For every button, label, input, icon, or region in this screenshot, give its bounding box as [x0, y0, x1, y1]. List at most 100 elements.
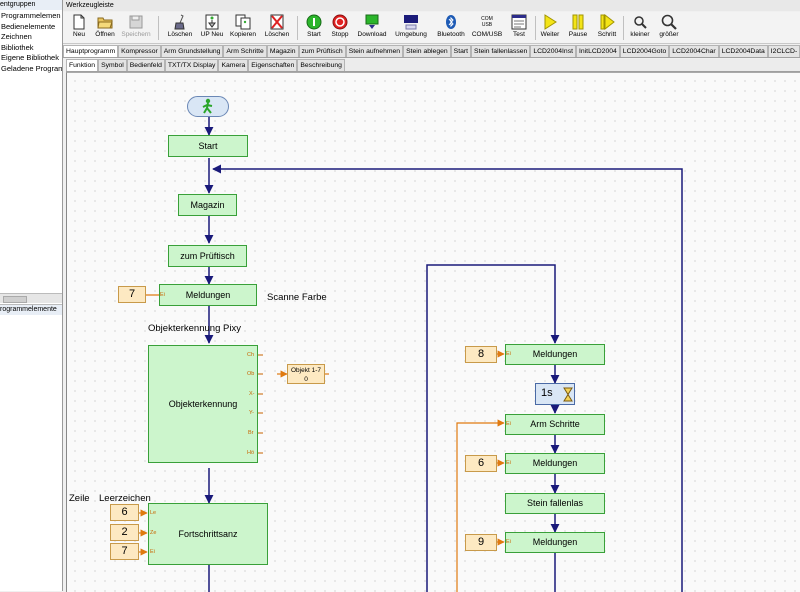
tab-bedienfeld[interactable]: Bedienfeld: [126, 59, 165, 71]
tab-lcd2004goto[interactable]: LCD2004Goto: [619, 45, 670, 57]
tab-arm-grundstellung[interactable]: Arm Grundstellung: [160, 45, 224, 57]
number-input-6[interactable]: 6: [110, 504, 139, 521]
number-input-7b[interactable]: 7: [110, 543, 139, 560]
tab-arm-schritte[interactable]: Arm Schritte: [223, 45, 267, 57]
stein-fallenlassen-block[interactable]: Stein fallenlas: [505, 493, 605, 514]
environment-icon: [404, 15, 418, 30]
tree-item-drawing[interactable]: Zeichnen: [1, 32, 32, 41]
tab-lcd2004data[interactable]: LCD2004Data: [718, 45, 768, 57]
clear-button[interactable]: Löschen: [165, 14, 195, 43]
objekt-output-title: Objekt 1-7: [291, 367, 321, 374]
download-button[interactable]: Download: [357, 14, 387, 43]
wait-delay-block[interactable]: 1s: [535, 383, 575, 405]
tab-stein-fallenlassen[interactable]: Stein fallenlassen: [471, 45, 531, 57]
tree-item-library[interactable]: Bibliothek: [1, 42, 34, 52]
tab-zum-prueftisch[interactable]: zum Prüftisch: [298, 45, 346, 57]
tree-item-operating-elements[interactable]: Bedienelemente: [1, 21, 56, 31]
port-label-le: Le: [150, 510, 157, 516]
left-horizontal-scrollbar[interactable]: [0, 293, 62, 303]
number-input-9[interactable]: 9: [465, 534, 497, 551]
copy-button[interactable]: Kopieren: [228, 14, 258, 43]
tree-item-program-elements[interactable]: Programmelemen: [1, 11, 61, 20]
tree-item-loaded-programs[interactable]: Geladene Program: [1, 63, 62, 73]
open-button[interactable]: Öffnen: [90, 14, 120, 43]
program-canvas[interactable]: Start Magazin zum Prüftisch 7 Meldungen …: [66, 72, 800, 592]
tab-stein-aufnehmen[interactable]: Stein aufnehmen: [345, 45, 404, 57]
tab-funktion[interactable]: Funktion: [66, 59, 99, 71]
step-icon: [600, 14, 615, 30]
tab-kompressor[interactable]: Kompressor: [118, 45, 161, 57]
meldungen-block-2[interactable]: Meldungen: [505, 344, 605, 365]
objekt-output-display[interactable]: Objekt 1-7 0: [287, 364, 325, 384]
tab-beschreibung[interactable]: Beschreibung: [297, 59, 345, 71]
toolbar-separator: [535, 16, 536, 40]
svg-text:COM: COM: [481, 16, 493, 22]
start-green-icon: [306, 14, 322, 30]
bluetooth-icon: [446, 15, 456, 29]
wait-delay-value: 1s: [541, 387, 553, 399]
tab-stein-ablegen[interactable]: Stein ablegen: [403, 45, 451, 57]
new-subprogram-button[interactable]: UP Neu: [197, 14, 227, 43]
subprogram-new-icon: [205, 14, 219, 30]
stop-label: Stopp: [331, 31, 349, 38]
new-button[interactable]: Neu: [64, 14, 94, 43]
bluetooth-label: Bluetooth: [437, 31, 465, 38]
bluetooth-button[interactable]: Bluetooth: [436, 14, 466, 43]
port-label-ei-5: Ei: [506, 460, 511, 466]
new-document-icon: [73, 14, 85, 30]
objekt-output-value: 0: [304, 376, 308, 383]
continue-button[interactable]: Weiter: [535, 14, 565, 43]
fortschrittsanzeige-block[interactable]: Fortschrittsanz: [148, 503, 268, 565]
zoom-in-button[interactable]: größer: [654, 14, 684, 43]
tab-initlcd2004[interactable]: InitLCD2004: [576, 45, 620, 57]
port-label-ei-4: Ei: [506, 421, 511, 427]
meldungen-block-4[interactable]: Meldungen: [505, 532, 605, 553]
tab-eigenschaften[interactable]: Eigenschaften: [248, 59, 298, 71]
tab-lcd2004inst[interactable]: LCD2004Inst: [530, 45, 576, 57]
zum-prueftisch-block[interactable]: zum Prüftisch: [168, 245, 247, 267]
element-groups-header: entgruppen: [0, 0, 62, 10]
number-input-6b[interactable]: 6: [465, 455, 497, 472]
scrollbar-thumb[interactable]: [3, 296, 27, 303]
port-label-ei: Ei: [160, 292, 165, 298]
step-button[interactable]: Schritt: [592, 14, 622, 43]
test-button[interactable]: Test: [504, 14, 534, 43]
comment-objekterkennung-pixy: Objekterkennung Pixy: [148, 323, 241, 334]
download-label: Download: [357, 31, 387, 38]
tab-txt-display[interactable]: TXT/TX Display: [164, 59, 219, 71]
start-button[interactable]: Start: [299, 14, 329, 43]
tab-i2clcd[interactable]: I2CLCD-: [767, 45, 800, 57]
walking-man-icon: [202, 98, 213, 114]
port-label-ei-3: Ei: [506, 351, 511, 357]
program-start-node[interactable]: [187, 96, 229, 117]
tab-lcd2004char[interactable]: LCD2004Char: [669, 45, 719, 57]
objekterkennung-block[interactable]: Objekterkennung: [148, 345, 258, 463]
number-input-7[interactable]: 7: [118, 286, 146, 303]
number-input-8[interactable]: 8: [465, 346, 497, 363]
tab-hauptprogramm[interactable]: Hauptprogramm: [63, 45, 119, 57]
new-subprogram-label: UP Neu: [200, 31, 224, 38]
save-button[interactable]: Speichern: [121, 14, 151, 43]
tab-symbol[interactable]: Symbol: [98, 59, 127, 71]
arm-schritte-block[interactable]: Arm Schritte: [505, 414, 605, 435]
tab-magazin[interactable]: Magazin: [266, 45, 299, 57]
magazin-block[interactable]: Magazin: [178, 194, 237, 216]
stop-button[interactable]: Stopp: [325, 14, 355, 43]
number-input-2[interactable]: 2: [110, 524, 139, 541]
pause-button[interactable]: Pause: [563, 14, 593, 43]
tab-start[interactable]: Start: [450, 45, 472, 57]
zoom-out-label: kleiner: [630, 31, 650, 38]
zoom-out-button[interactable]: kleiner: [625, 14, 655, 43]
meldungen-block-1[interactable]: Meldungen: [159, 284, 257, 306]
tab-kamera[interactable]: Kamera: [218, 59, 249, 71]
continue-label: Weiter: [540, 31, 560, 38]
delete-button[interactable]: Löschen: [262, 14, 292, 43]
tree-item-own-library[interactable]: Eigene Bibliothek: [1, 53, 59, 62]
port-label-ei-6: Ei: [506, 539, 511, 545]
environment-button[interactable]: Umgebung: [395, 14, 427, 43]
start-block[interactable]: Start: [168, 135, 248, 157]
meldungen-block-3[interactable]: Meldungen: [505, 453, 605, 474]
